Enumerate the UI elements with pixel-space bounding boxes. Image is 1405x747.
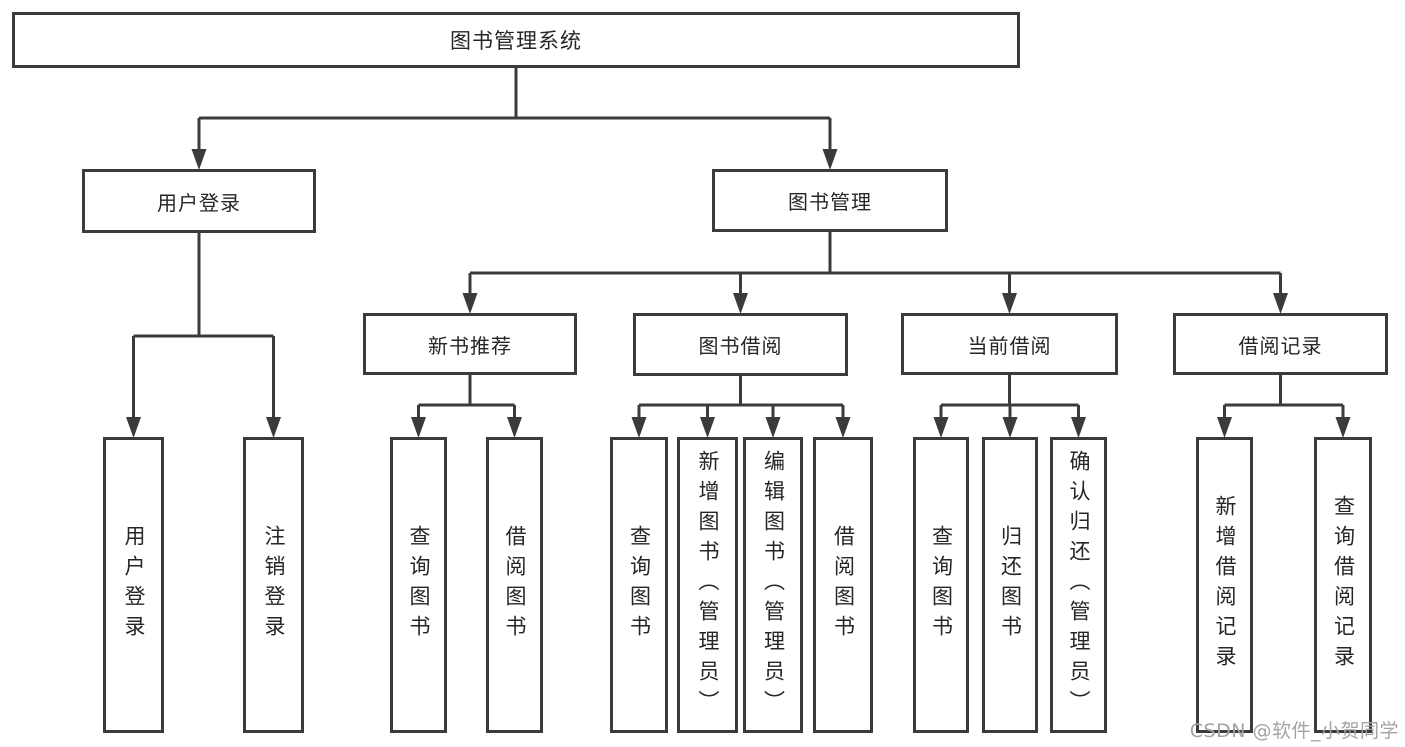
- node-label: 借阅记录: [1238, 333, 1323, 358]
- arrowhead-icon: [1217, 417, 1232, 438]
- node-label: 查询借阅记录: [1331, 495, 1356, 675]
- node-label: 查询图书: [627, 525, 652, 645]
- arrowhead-icon: [1273, 293, 1288, 314]
- node-label: 用户登录: [122, 525, 146, 645]
- node-current: 当前借阅: [901, 313, 1118, 375]
- node-bw-edit: 编辑图书（管理员）: [743, 437, 803, 733]
- node-label: 用户登录: [157, 190, 241, 215]
- arrowhead-icon: [191, 149, 207, 170]
- node-system: 图书管理系统: [12, 12, 1020, 68]
- arrowhead-icon: [822, 149, 838, 170]
- node-book-mgmt: 图书管理: [712, 169, 948, 232]
- arrowhead-icon: [507, 417, 522, 438]
- node-label: 查询图书: [929, 525, 954, 645]
- node-label: 图书借阅: [698, 334, 783, 358]
- node-label: 借阅图书: [831, 525, 856, 645]
- arrowhead-icon: [700, 417, 715, 438]
- node-label: 新增图书（管理员）: [696, 450, 720, 720]
- arrowhead-icon: [1002, 417, 1018, 438]
- arrowhead-icon: [765, 417, 781, 438]
- arrowhead-icon: [462, 293, 478, 314]
- arrowhead-icon: [1335, 417, 1351, 438]
- node-new-rec: 新书推荐: [363, 313, 577, 375]
- node-label: 图书管理: [788, 190, 872, 214]
- node-nr-query: 查询图书: [390, 437, 447, 733]
- node-label: 归还图书: [998, 525, 1023, 645]
- node-cb-query: 查询图书: [913, 437, 969, 733]
- arrowhead-icon: [1002, 293, 1017, 314]
- node-label: 查询图书: [407, 525, 431, 645]
- node-ul-login: 用户登录: [103, 437, 164, 733]
- arrowhead-icon: [266, 417, 281, 438]
- node-label: 借阅图书: [503, 525, 527, 645]
- arrowhead-icon: [126, 417, 141, 438]
- node-cb-confirm: 确认归还（管理员）: [1050, 437, 1107, 733]
- node-user-login: 用户登录: [82, 169, 316, 233]
- node-br-add: 新增借阅记录: [1196, 437, 1253, 733]
- node-label: 当前借阅: [967, 333, 1052, 358]
- node-nr-borrow: 借阅图书: [486, 437, 543, 733]
- arrowhead-icon: [733, 293, 748, 314]
- node-label: 新增借阅记录: [1213, 495, 1237, 675]
- watermark: CSDN @软件_小贺同学: [1189, 720, 1399, 742]
- arrowhead-icon: [411, 417, 426, 438]
- arrowhead-icon: [1071, 417, 1086, 438]
- node-label: 编辑图书（管理员）: [761, 450, 786, 720]
- node-bw-query: 查询图书: [610, 437, 668, 733]
- node-label: 新书推荐: [428, 333, 512, 358]
- node-label: 图书管理系统: [450, 29, 582, 53]
- node-label: 注销登录: [262, 525, 286, 645]
- arrowhead-icon: [631, 417, 647, 438]
- node-bw-add: 新增图书（管理员）: [677, 437, 738, 733]
- arrowhead-icon: [835, 417, 851, 438]
- node-bw-borrow: 借阅图书: [813, 437, 873, 733]
- node-br-query: 查询借阅记录: [1314, 437, 1372, 733]
- node-cb-return: 归还图书: [982, 437, 1038, 733]
- node-ul-logout: 注销登录: [243, 437, 304, 733]
- node-label: 确认归还（管理员）: [1067, 450, 1091, 720]
- node-record: 借阅记录: [1173, 313, 1388, 375]
- node-borrow: 图书借阅: [633, 313, 848, 376]
- arrowhead-icon: [933, 417, 949, 438]
